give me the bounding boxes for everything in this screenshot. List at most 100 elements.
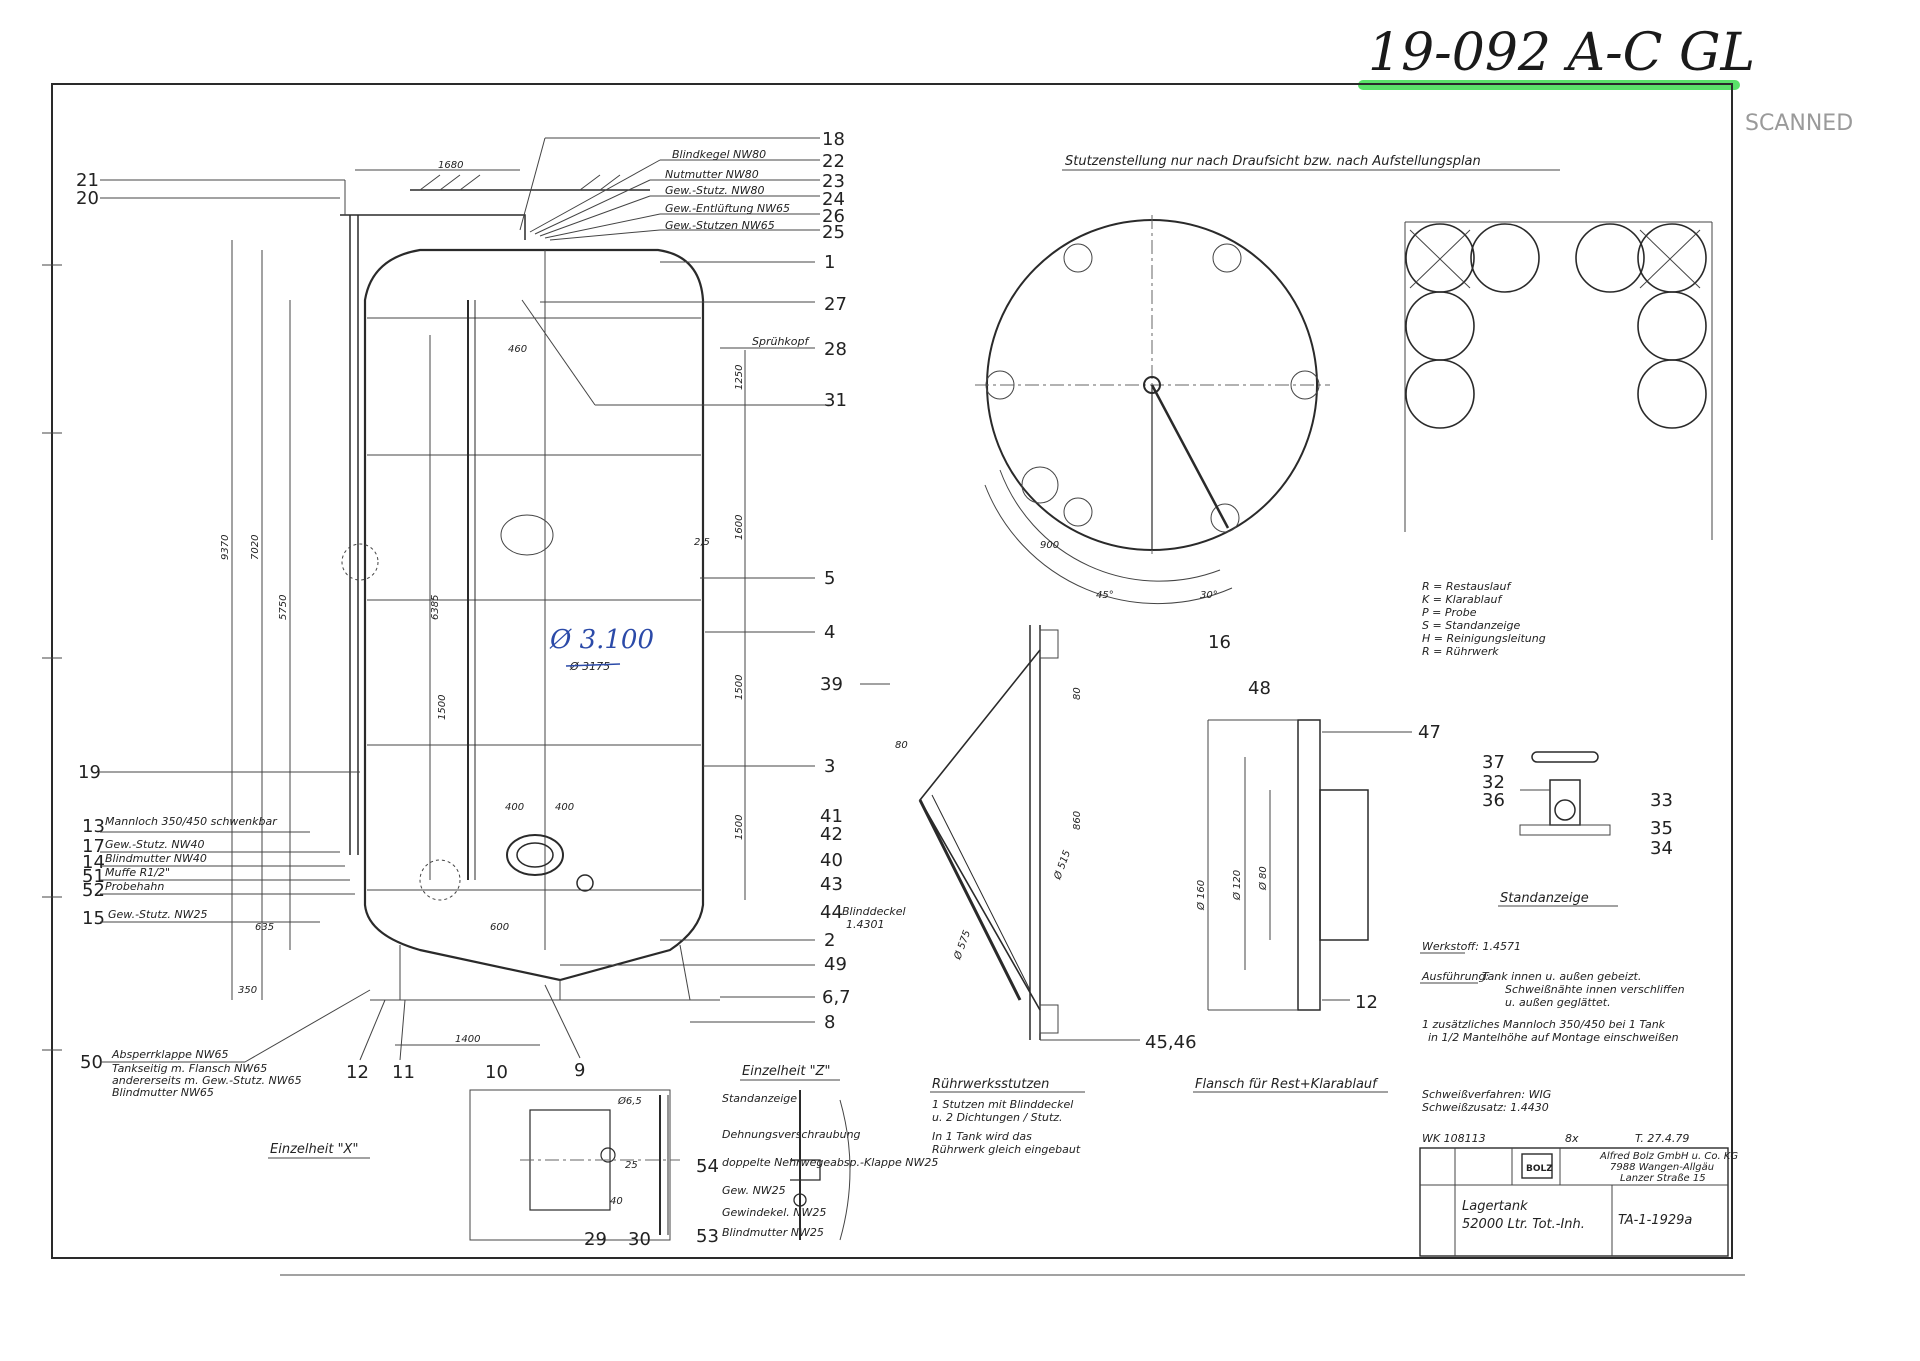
flange-title: Flansch für Rest+Klarablauf <box>1195 1077 1379 1092</box>
detail-z-label-4: Gew. NW25 <box>722 1184 786 1197</box>
callout-23: 23 <box>822 171 845 192</box>
struck-diameter: Ø 3175 <box>569 660 610 673</box>
agitator-note-1: 1 Stutzen mit Blinddeckel <box>932 1098 1073 1111</box>
callout-51: 51 <box>82 866 105 887</box>
valve-note-1: Tankseitig m. Flansch NW65 <box>112 1062 267 1075</box>
callout-37: 37 <box>1482 752 1505 773</box>
callout-43: 43 <box>820 874 843 895</box>
company-line-3: Lanzer Straße 15 <box>1620 1173 1706 1184</box>
callout-25: 25 <box>822 222 845 243</box>
callout-36: 36 <box>1482 790 1505 811</box>
callout-34: 34 <box>1650 838 1673 859</box>
flange-detail: Ø 160 Ø 120 Ø 80 48 47 12 Flansch für Re… <box>1193 678 1441 1093</box>
spec-material: Werkstoff: 1.4571 <box>1422 940 1521 953</box>
legend-item-5: H = Reinigungsleitung <box>1422 632 1546 645</box>
agitator-nozzle: 45,46 Blinddeckel 1.4301 80 860 Ø 515 Ø … <box>842 625 1197 1156</box>
callout-28: 28 <box>824 339 847 360</box>
callout-4: 4 <box>824 622 835 643</box>
drawing-number: TA-1-1929a <box>1618 1213 1692 1228</box>
callout-23-text: Nutmutter NW80 <box>665 168 759 181</box>
callout-39: 39 <box>820 674 843 695</box>
legend-item-6: R = Rührwerk <box>1422 645 1499 658</box>
callout-32: 32 <box>1482 772 1505 793</box>
callout-13-text: Mannloch 350/450 schwenkbar <box>105 815 278 828</box>
drawing-subtitle: 52000 Ltr. Tot.-Inh. <box>1462 1217 1585 1232</box>
callout-26: 26 <box>822 206 845 227</box>
svg-text:80: 80 <box>1072 687 1083 700</box>
callout-24: 24 <box>822 189 845 210</box>
nozzle-position-title: Stutzenstellung nur nach Draufsicht bzw.… <box>1065 154 1481 169</box>
svg-text:860: 860 <box>1072 811 1083 830</box>
valve-note-3: Blindmutter NW65 <box>112 1086 214 1099</box>
svg-text:Ø 575: Ø 575 <box>951 929 973 962</box>
spec-finish-label: Ausführung: <box>1421 970 1489 983</box>
callout-50: 50 <box>80 1052 103 1073</box>
detail-z-label-1: Standanzeige <box>722 1092 797 1105</box>
svg-text:2,5: 2,5 <box>694 537 710 548</box>
tank-arrangement <box>1404 221 1713 540</box>
right-callouts: 1 27 28 31 5 4 39 3 41 42 40 43 44 2 49 … <box>540 252 890 1033</box>
callout-29: 29 <box>584 1229 607 1250</box>
callout-26-text: Gew.-Entlüftung NW65 <box>665 202 790 215</box>
callout-17-text: Gew.-Stutz. NW40 <box>105 838 205 851</box>
callout-8: 8 <box>824 1012 835 1033</box>
callout-9: 9 <box>574 1060 585 1081</box>
callout-15: 15 <box>82 908 105 929</box>
callout-15-text: Gew.-Stutz. NW25 <box>108 908 208 921</box>
top-callouts: 18 22 Blindkegel NW80 23 Nutmutter NW80 … <box>519 129 845 243</box>
svg-text:30°: 30° <box>1200 590 1218 601</box>
level-title: Standanzeige <box>1500 891 1589 906</box>
agitator-blind-label: Blinddeckel <box>842 905 906 918</box>
svg-text:Ø 120: Ø 120 <box>1231 870 1243 901</box>
callout-14: 14 <box>82 852 105 873</box>
svg-text:460: 460 <box>508 344 527 355</box>
sheet-frame <box>51 83 1733 1259</box>
specifications: Werkstoff: 1.4571 Ausführung: Tank innen… <box>1420 940 1685 1114</box>
svg-text:1500: 1500 <box>437 695 448 720</box>
svg-text:25: 25 <box>625 1160 638 1171</box>
callout-17: 17 <box>82 836 105 857</box>
svg-text:900: 900 <box>1040 540 1059 551</box>
svg-text:400: 400 <box>555 802 574 813</box>
callout-41: 41 <box>820 806 843 827</box>
svg-text:9370: 9370 <box>220 535 231 560</box>
spec-welding: Schweißverfahren: WIG <box>1422 1088 1551 1101</box>
agitator-material-label: 1.4301 <box>846 918 885 931</box>
callout-54: 54 <box>696 1156 719 1177</box>
callout-44: 44 <box>820 902 843 923</box>
agitator-note-2: u. 2 Dichtungen / Stutz. <box>932 1111 1063 1124</box>
callout-1: 1 <box>824 252 835 273</box>
callout-49: 49 <box>824 954 847 975</box>
svg-text:Ø6,5: Ø6,5 <box>617 1095 642 1107</box>
detail-x-title: Einzelheit "X" <box>270 1142 358 1157</box>
svg-text:1500: 1500 <box>734 815 745 840</box>
order-number: WK 108113 <box>1422 1132 1486 1145</box>
legend-item-1: R = Restauslauf <box>1422 580 1513 593</box>
callout-53: 53 <box>696 1226 719 1247</box>
svg-text:1680: 1680 <box>438 160 463 171</box>
callout-25-text: Gew.-Stutzen NW65 <box>665 219 775 232</box>
company-line-1: Alfred Bolz GmbH u. Co. KG <box>1599 1151 1738 1162</box>
handwritten-diameter: Ø 3.100 <box>549 625 654 655</box>
top-view: Stutzenstellung nur nach Draufsicht bzw.… <box>975 154 1560 653</box>
drawing-ref: 19-092 A-C GL <box>1368 23 1755 83</box>
legend-item-2: K = Klarablauf <box>1422 593 1503 606</box>
svg-text:1400: 1400 <box>455 1034 480 1045</box>
callout-30: 30 <box>628 1229 651 1250</box>
agitator-note-3: In 1 Tank wird das <box>932 1130 1032 1143</box>
svg-text:40: 40 <box>610 1196 623 1207</box>
callout-14-text: Blindmutter NW40 <box>105 852 207 865</box>
svg-text:6385: 6385 <box>430 595 441 620</box>
callout-42: 42 <box>820 824 843 845</box>
callout-22-text: Blindkegel NW80 <box>672 148 766 161</box>
detail-z-label-5: Gewindekel. NW25 <box>722 1206 826 1219</box>
detail-z-label-6: Blindmutter NW25 <box>722 1226 824 1239</box>
callout-50-text: Absperrklappe NW65 <box>111 1048 229 1061</box>
callout-31: 31 <box>824 390 847 411</box>
callout-48: 48 <box>1248 678 1271 699</box>
spec-finish-1: Tank innen u. außen gebeizt. <box>1482 970 1641 983</box>
company-logo: BOLZ <box>1526 1164 1553 1174</box>
callout-3: 3 <box>824 756 835 777</box>
callout-45-46: 45,46 <box>1145 1032 1197 1053</box>
